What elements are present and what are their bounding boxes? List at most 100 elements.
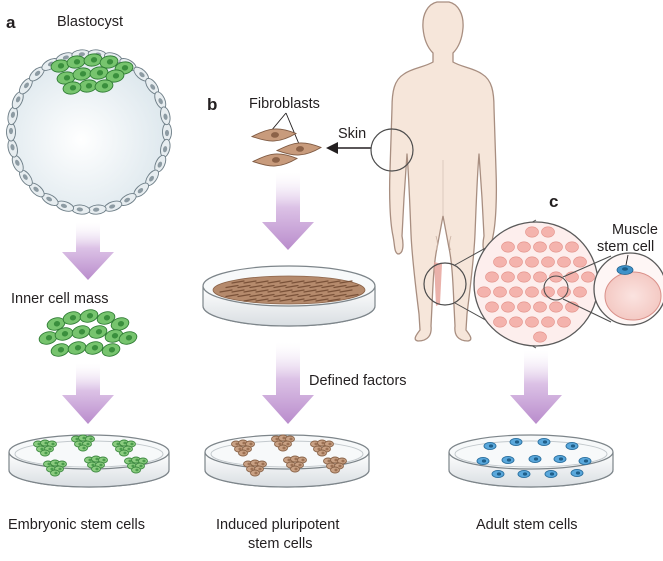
inner-cell-mass-cluster xyxy=(38,309,138,357)
ipsc-colony-cell xyxy=(278,444,288,452)
muscle-fibre xyxy=(533,271,547,283)
ipsc-colony-cell xyxy=(250,469,260,477)
muscle-fibre xyxy=(533,241,547,253)
muscle-fibre xyxy=(501,301,515,313)
muscle-fibre xyxy=(525,256,539,268)
trophoblast-cell xyxy=(55,200,75,212)
label-skin: Skin xyxy=(338,126,366,142)
muscle-fibre xyxy=(557,256,571,268)
adult-stem-cell xyxy=(483,441,497,451)
label-stem-cell: stem cell xyxy=(597,239,654,255)
adult-stem-cell xyxy=(537,437,551,447)
muscle-fibre xyxy=(581,271,595,283)
embryonic-colony-cell xyxy=(91,465,101,473)
panel-label-b: b xyxy=(207,95,217,114)
icm-cluster-cell xyxy=(67,341,87,355)
muscle-fibre xyxy=(501,271,515,283)
label-blastocyst: Blastocyst xyxy=(57,14,123,30)
trophoblast-cell xyxy=(133,182,149,198)
muscle-fibre xyxy=(525,286,539,298)
muscle-fibre xyxy=(541,226,555,238)
trophoblast-cell xyxy=(87,204,107,215)
arrow-muscle-to-adult xyxy=(510,350,562,424)
inner-cell-mass-cell xyxy=(94,79,114,93)
trophoblast-cell xyxy=(160,138,171,158)
muscle-fibre xyxy=(509,286,523,298)
label-ipsc-line2: stem cells xyxy=(248,536,312,552)
icm-cluster-cell xyxy=(104,329,124,343)
adult-stem-cell xyxy=(570,468,584,478)
muscle-fibre xyxy=(517,271,531,283)
embryonic-colony-cell xyxy=(119,449,129,457)
embryonic-colony-cell xyxy=(85,435,95,443)
embryonic-colony-cell xyxy=(78,444,88,452)
embryonic-colony-cell xyxy=(50,469,60,477)
muscle-fibre xyxy=(549,301,563,313)
muscle-fibre xyxy=(541,286,555,298)
icm-cluster-cell xyxy=(62,311,82,325)
embryonic-colony-cell xyxy=(98,456,108,464)
label-adult-stem-cells: Adult stem cells xyxy=(476,517,578,533)
skin-magnifier-circle xyxy=(370,128,414,172)
trophoblast-cell xyxy=(154,91,167,110)
adult-stem-cell xyxy=(491,469,505,479)
inner-cell-mass-cell xyxy=(99,55,119,69)
icm-cluster-cell xyxy=(84,341,104,355)
muscle-fibre xyxy=(549,241,563,253)
icm-cluster-cell xyxy=(96,311,116,325)
muscle-fibre xyxy=(493,316,507,328)
muscle-fibre-zoom xyxy=(593,252,663,326)
adult-stem-cell xyxy=(517,469,531,479)
adult-stem-cell xyxy=(553,454,567,464)
trophoblast-cell xyxy=(162,122,172,142)
adult-stem-cell xyxy=(528,454,542,464)
arrow-skin-to-fibroblasts xyxy=(326,142,371,154)
muscle-fibre xyxy=(525,316,539,328)
muscle-fibre xyxy=(517,301,531,313)
icm-cluster-cell xyxy=(88,325,108,339)
trophoblast-cell xyxy=(29,66,45,82)
muscle-fibre xyxy=(557,286,571,298)
trophoblast-cell xyxy=(160,106,171,126)
adult-stem-cell-dish xyxy=(448,434,614,488)
ipsc-colony-cell xyxy=(330,466,340,474)
embryonic-stem-cell-dish xyxy=(8,434,170,488)
adult-stem-cell xyxy=(501,455,515,465)
icm-cluster-cell xyxy=(110,317,130,331)
fibroblast-culture-dish xyxy=(202,265,376,327)
arrow-fibroblasts-to-dish xyxy=(262,172,314,250)
muscle-fibre xyxy=(541,256,555,268)
panel-label-a: a xyxy=(6,13,16,32)
embryonic-colony-cell xyxy=(131,466,141,474)
muscle-fibre xyxy=(541,316,555,328)
inner-cell-mass-cell xyxy=(72,67,92,81)
muscle-fibre xyxy=(501,241,515,253)
muscle-fibre xyxy=(549,271,563,283)
muscle-fibre xyxy=(533,301,547,313)
muscle-fibre xyxy=(573,286,587,298)
muscle-fibre xyxy=(557,316,571,328)
icm-cluster-cell xyxy=(101,343,121,357)
label-fibroblasts: Fibroblasts xyxy=(249,96,320,112)
icm-cluster-cell xyxy=(79,309,99,323)
ipsc-colony-cell xyxy=(297,456,307,464)
embryonic-colony-cell xyxy=(40,449,50,457)
icm-cluster-cell xyxy=(50,343,70,357)
induced-pluripotent-dish xyxy=(204,434,370,488)
label-ipsc-line1: Induced pluripotent xyxy=(216,517,339,533)
muscle-fibre xyxy=(509,316,523,328)
leg-magnifier-circle xyxy=(423,262,467,306)
label-inner-cell-mass: Inner cell mass xyxy=(11,291,109,307)
muscle-fibre xyxy=(517,241,531,253)
adult-stem-cell xyxy=(544,469,558,479)
muscle-fibre xyxy=(525,226,539,238)
muscle-fibre xyxy=(485,271,499,283)
inner-cell-mass-cell xyxy=(56,71,76,85)
muscle-fibre xyxy=(493,256,507,268)
muscle-cross-section xyxy=(473,221,599,347)
inner-cell-mass-cell xyxy=(89,66,109,80)
muscle-fibre xyxy=(493,286,507,298)
panel-label-c: c xyxy=(549,192,558,211)
